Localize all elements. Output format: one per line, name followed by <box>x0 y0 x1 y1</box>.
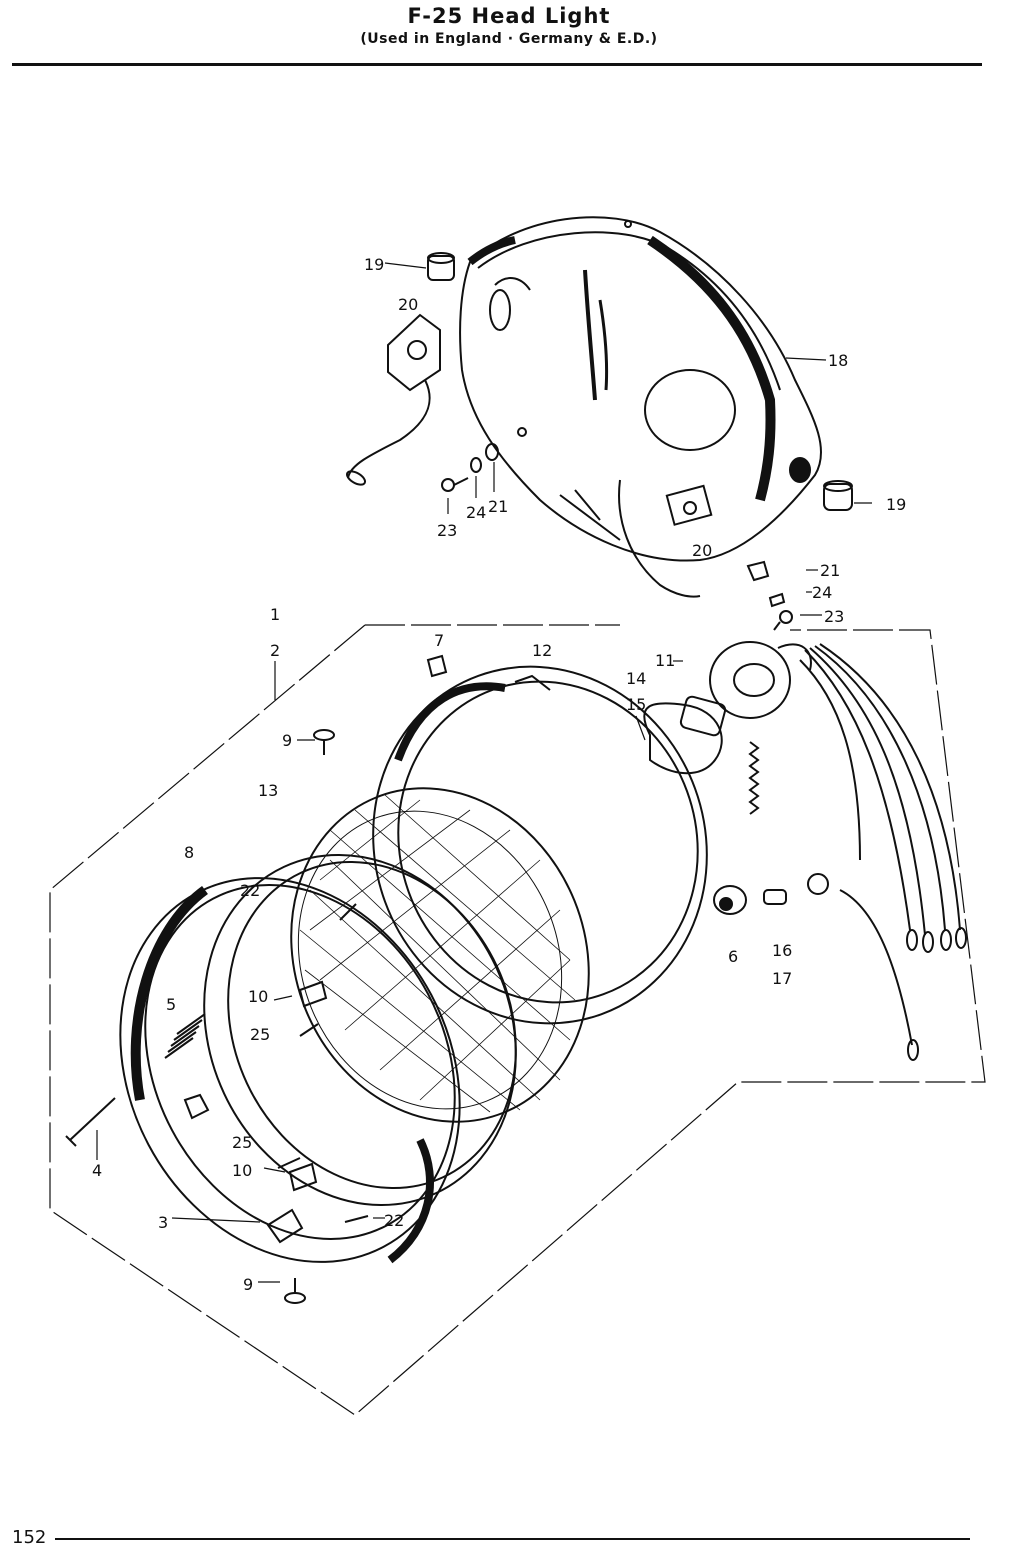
callout-1: 1 <box>270 605 280 624</box>
mounting-ring <box>372 665 708 1025</box>
sealed-beam-unit <box>290 787 590 1123</box>
screw-22-bottom <box>344 1215 369 1223</box>
case-wire <box>618 479 701 598</box>
headlight-case <box>459 216 823 562</box>
screw-9-bottom <box>284 1278 306 1304</box>
clip-10-bottom <box>288 1162 318 1192</box>
page-number: 152 <box>12 1527 47 1548</box>
callout-22: 22 <box>240 881 260 900</box>
pilot-socket <box>713 873 829 915</box>
headlight-bulb <box>643 695 727 775</box>
callout-23: 23 <box>824 607 844 626</box>
callout-17: 17 <box>772 969 792 988</box>
callout-6: 6 <box>728 947 738 966</box>
callout-24: 24 <box>466 503 486 522</box>
spring-25-top <box>299 1023 319 1037</box>
callout-8: 8 <box>184 843 194 862</box>
callout-5: 5 <box>166 995 176 1014</box>
screw-9-top <box>313 729 335 755</box>
callout-19: 19 <box>886 495 906 514</box>
callout-2: 2 <box>270 641 280 660</box>
screw-washer-nut-left <box>441 443 499 492</box>
callout-16: 16 <box>772 941 792 960</box>
callout-10: 10 <box>248 987 268 1006</box>
spring-25-bottom <box>277 1157 301 1169</box>
callout-18: 18 <box>828 351 848 370</box>
page-title: F-25 Head Light <box>407 4 611 28</box>
callout-10: 10 <box>232 1161 252 1180</box>
socket-spring <box>748 741 760 815</box>
callout-23: 23 <box>437 521 457 540</box>
callout-9: 9 <box>282 731 292 750</box>
callout-4: 4 <box>92 1161 102 1180</box>
callout-9: 9 <box>243 1275 253 1294</box>
screw-22-top <box>339 903 357 921</box>
callout-15: 15 <box>626 695 646 714</box>
callout-19: 19 <box>364 255 384 274</box>
grommet-left <box>427 252 455 281</box>
callout-22: 22 <box>384 1211 404 1230</box>
callout-20: 20 <box>398 295 418 314</box>
footer-rule <box>55 1538 970 1540</box>
screw-washer-nut-right <box>746 560 793 631</box>
rim-inner <box>203 853 517 1207</box>
assembly-outline <box>49 624 986 1416</box>
callout-13: 13 <box>258 781 278 800</box>
callout-25: 25 <box>250 1025 270 1044</box>
terminal-bracket <box>345 313 441 486</box>
callout-7: 7 <box>434 631 444 650</box>
header-rule <box>12 63 982 66</box>
callout-14: 14 <box>626 669 646 688</box>
callout-11: 11 <box>655 651 675 670</box>
callout-21: 21 <box>488 497 508 516</box>
callout-24: 24 <box>812 583 832 602</box>
page-subtitle: (Used in England · Germany & E.D.) <box>360 31 658 47</box>
rim-spring <box>164 1013 206 1059</box>
grommet-right <box>823 480 853 511</box>
callout-20: 20 <box>692 541 712 560</box>
clip-10-top <box>298 980 328 1008</box>
callout-3: 3 <box>158 1213 168 1232</box>
callout-25: 25 <box>232 1133 252 1152</box>
adjusting-nut <box>426 654 448 678</box>
terminal-plate <box>665 484 713 526</box>
callout-12: 12 <box>532 641 552 660</box>
leader-lines <box>96 262 872 1283</box>
rim-screw <box>65 1097 116 1147</box>
bulb-socket <box>709 641 967 1061</box>
callout-21: 21 <box>820 561 840 580</box>
outer-rim <box>119 877 461 1264</box>
callout-labels: 19 20 18 23 24 21 19 20 21 24 23 1 2 7 1… <box>92 255 906 1294</box>
